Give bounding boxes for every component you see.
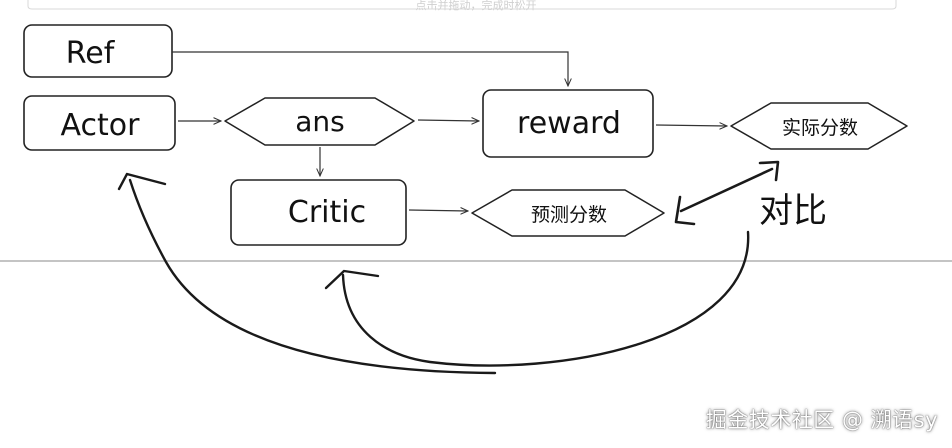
actor-node: Actor	[23, 95, 176, 151]
ref-label: Ref	[66, 36, 116, 71]
critic-label: Critic	[288, 195, 366, 230]
feedback-arrowhead-actor	[117, 172, 167, 191]
actor-label: Actor	[61, 108, 141, 143]
reward-node: reward	[482, 89, 654, 158]
actual-score-label: 实际分数	[782, 117, 858, 139]
critic-node: Critic	[230, 179, 407, 246]
actual-score-node: 实际分数	[730, 102, 908, 150]
drag-hint-text: 点击并拖动，完成时松开	[415, 0, 537, 12]
compare-double-arrow	[674, 160, 780, 226]
arrow-critic-to-predicted-score	[408, 210, 468, 211]
watermark-text: 掘金技术社区 @ 溯语sy	[705, 408, 938, 432]
arrow-ans-to-reward	[417, 120, 479, 121]
ref-node: Ref	[23, 24, 173, 78]
reward-label: reward	[517, 106, 621, 141]
ans-label: ans	[295, 105, 345, 138]
arrow-ref-to-reward	[172, 51, 568, 86]
feedback-curve-to-critic	[341, 230, 750, 367]
arrow-reward-to-actual-score	[655, 125, 727, 126]
feedback-curves	[117, 172, 750, 375]
predicted-score-node: 预测分数	[471, 189, 665, 237]
ans-node: ans	[224, 97, 415, 146]
feedback-curve-to-actor	[128, 178, 497, 375]
feedback-arrowhead-critic	[324, 269, 380, 290]
predicted-score-label: 预测分数	[531, 204, 607, 226]
compare-label: 对比	[759, 191, 827, 231]
top-frame-edge	[27, 0, 897, 10]
